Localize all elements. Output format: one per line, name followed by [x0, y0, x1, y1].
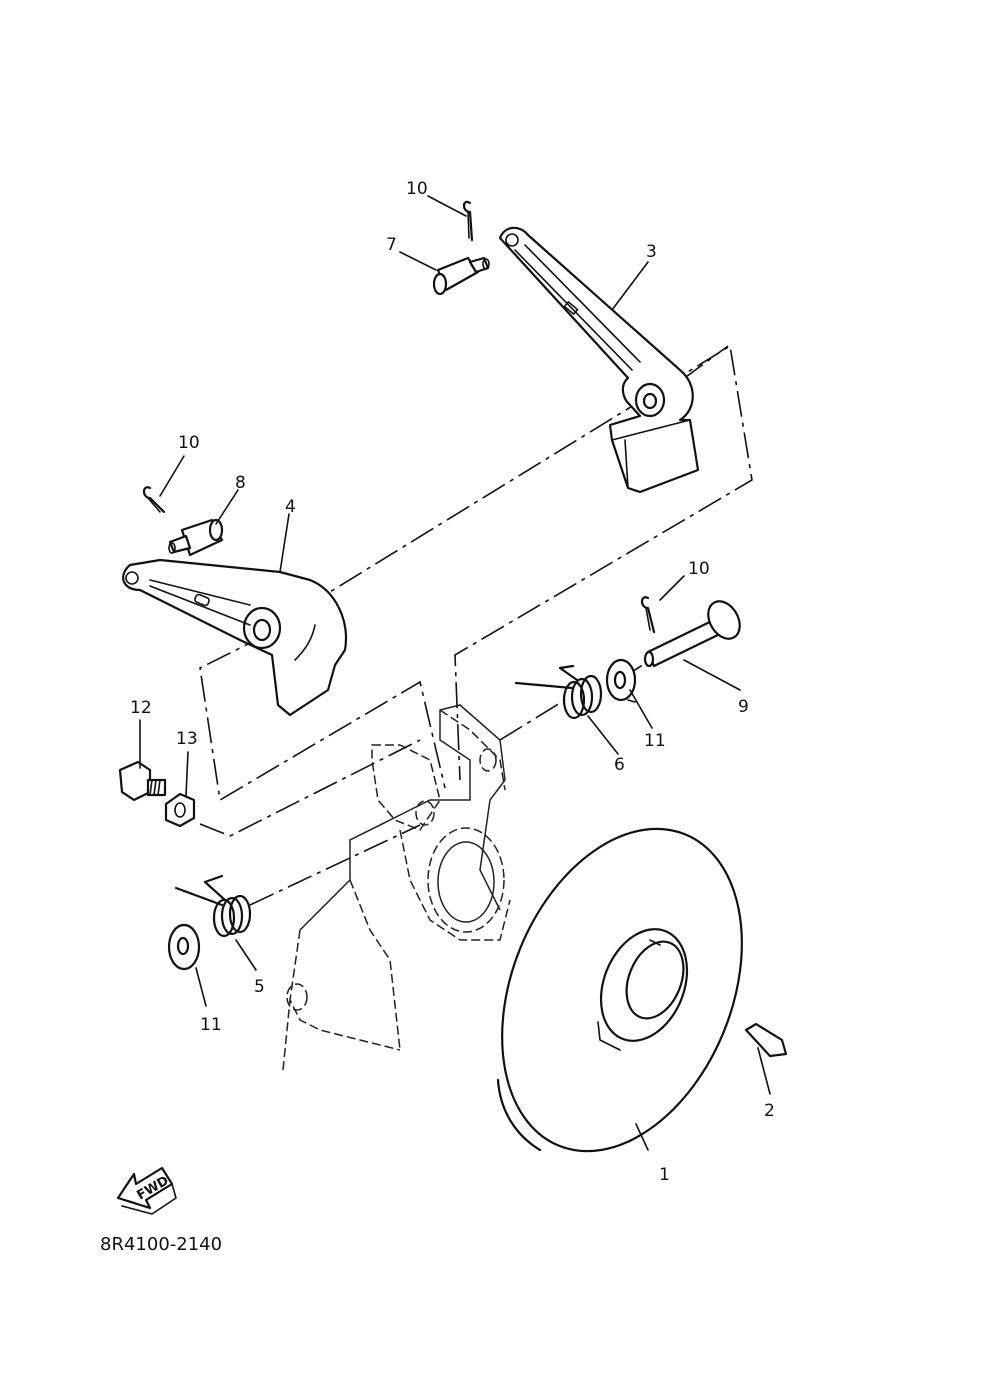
callout-7: 7: [386, 235, 397, 255]
callout-2: 2: [764, 1101, 775, 1121]
callout-3: 3: [646, 242, 657, 262]
callout-11-left: 11: [200, 1015, 222, 1035]
part-9-pin: [643, 600, 741, 668]
callout-10-top: 10: [406, 179, 428, 199]
callout-10-left: 10: [178, 433, 200, 453]
part-8-joint: [168, 518, 224, 557]
part-1-sheave: [496, 827, 743, 1153]
part-11-washers: [167, 658, 637, 971]
callout-1: 1: [659, 1165, 670, 1185]
part-13-nut: [164, 792, 196, 828]
callout-labels: 1 2 3 4 5 6 7 8 9 10 10 10 11 11 12 13: [130, 179, 775, 1185]
fwd-arrow-icon: FWD: [116, 1166, 177, 1215]
housing-outline: [282, 704, 511, 1071]
callout-9: 9: [738, 697, 749, 717]
part-10-cotter-pins: [142, 200, 656, 634]
part-3-arm: [498, 226, 700, 494]
callout-10-right: 10: [688, 559, 710, 579]
callout-13: 13: [176, 729, 198, 749]
callout-11-right: 11: [644, 731, 666, 751]
part-5-spring: [174, 874, 252, 938]
part-12-bolt: [118, 760, 167, 802]
part-4-arm: [122, 558, 348, 717]
part-6-spring: [514, 664, 603, 720]
callout-4: 4: [285, 497, 296, 517]
callout-6: 6: [614, 755, 625, 775]
part-7-joint: [432, 256, 490, 296]
part-2-key: [744, 1022, 788, 1058]
callout-5: 5: [254, 977, 265, 997]
leader-lines: [139, 195, 771, 1151]
callout-12: 12: [130, 698, 152, 718]
callout-8: 8: [235, 473, 246, 493]
diagram-code: 8R4100-2140: [100, 1234, 222, 1255]
